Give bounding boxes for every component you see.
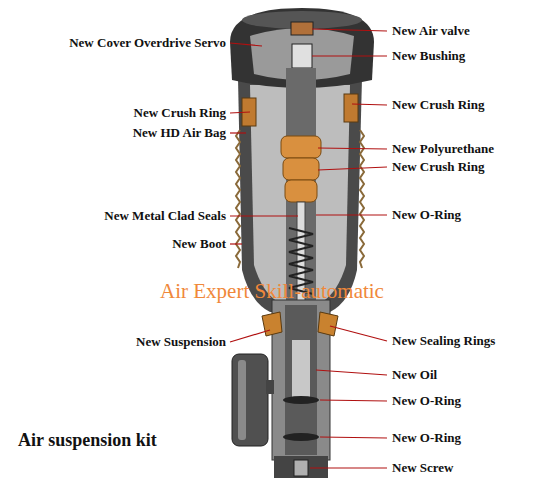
part-label: New O-Ring <box>392 430 461 445</box>
part-label: New Metal Clad Seals <box>104 208 226 223</box>
part-label: New Crush Ring <box>392 159 484 174</box>
part-label: New HD Air Bag <box>133 125 226 140</box>
kit-title: Air suspension kit <box>18 430 157 451</box>
part-label: New O-Ring <box>392 393 461 408</box>
part-label: New Crush Ring <box>392 97 484 112</box>
part-label: New Bushing <box>392 48 465 63</box>
part-label: New Sealing Rings <box>392 333 495 348</box>
part-label: New Polyurethane <box>392 141 494 156</box>
part-label: New Crush Ring <box>134 105 226 120</box>
part-label: New Air valve <box>392 23 470 38</box>
part-label: New Suspension <box>136 334 226 349</box>
part-label: New Boot <box>172 236 226 251</box>
part-label: New Cover Overdrive Servo <box>69 35 226 50</box>
part-label: New Screw <box>392 460 454 475</box>
part-label: New O-Ring <box>392 207 461 222</box>
watermark: Air Expert Skill-automatic <box>160 279 384 303</box>
part-label: New Oil <box>392 367 437 382</box>
